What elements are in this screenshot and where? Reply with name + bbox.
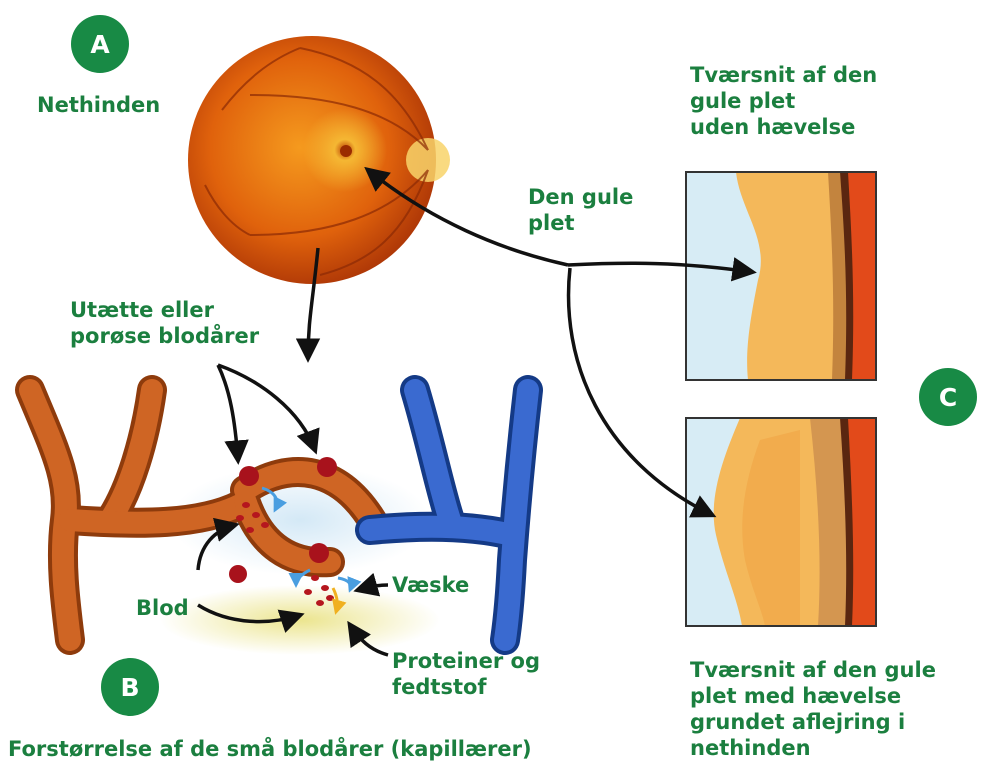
label-cross-bottom: Tværsnit af den gule plet med hævelse gr…	[690, 657, 936, 761]
retina-image	[188, 36, 450, 284]
label-cross-top: Tværsnit af den gule plet uden hævelse	[690, 62, 877, 140]
leak-arrow-1	[218, 365, 238, 460]
label-proteins-line: fedtstof	[392, 674, 540, 700]
label-cross-bottom-line: grundet aflejring i	[690, 709, 936, 735]
label-macula-line: Den gule	[528, 184, 633, 210]
label-macula: Den gule plet	[528, 184, 633, 236]
label-fluid: Væske	[392, 572, 469, 598]
label-cross-bottom-line: nethinden	[690, 735, 936, 761]
label-cross-top-line: uden hævelse	[690, 114, 877, 140]
label-macula-line: plet	[528, 210, 633, 236]
label-leaky-vessels: Utætte eller porøse blodårer	[70, 297, 259, 349]
label-blood: Blod	[136, 595, 189, 621]
label-leaky-line: porøse blodårer	[70, 323, 259, 349]
badge-b: B	[101, 658, 159, 716]
cross-section-no-swelling	[686, 172, 876, 380]
label-cross-bottom-line: plet med hævelse	[690, 683, 936, 709]
label-proteins-line: Proteiner og	[392, 648, 540, 674]
badge-a: A	[71, 15, 129, 73]
fluid-arrow	[358, 585, 388, 590]
cross-section-with-swelling	[686, 418, 876, 626]
badge-c: C	[919, 368, 977, 426]
label-cross-top-line: gule plet	[690, 88, 877, 114]
label-cross-top-line: Tværsnit af den	[690, 62, 877, 88]
label-leaky-line: Utætte eller	[70, 297, 259, 323]
label-retina: Nethinden	[37, 92, 160, 118]
caption: Forstørrelse af de små blodårer (kapillæ…	[8, 736, 532, 762]
label-proteins: Proteiner og fedtstof	[392, 648, 540, 700]
optic-disc	[406, 138, 450, 182]
label-cross-bottom-line: Tværsnit af den gule	[690, 657, 936, 683]
